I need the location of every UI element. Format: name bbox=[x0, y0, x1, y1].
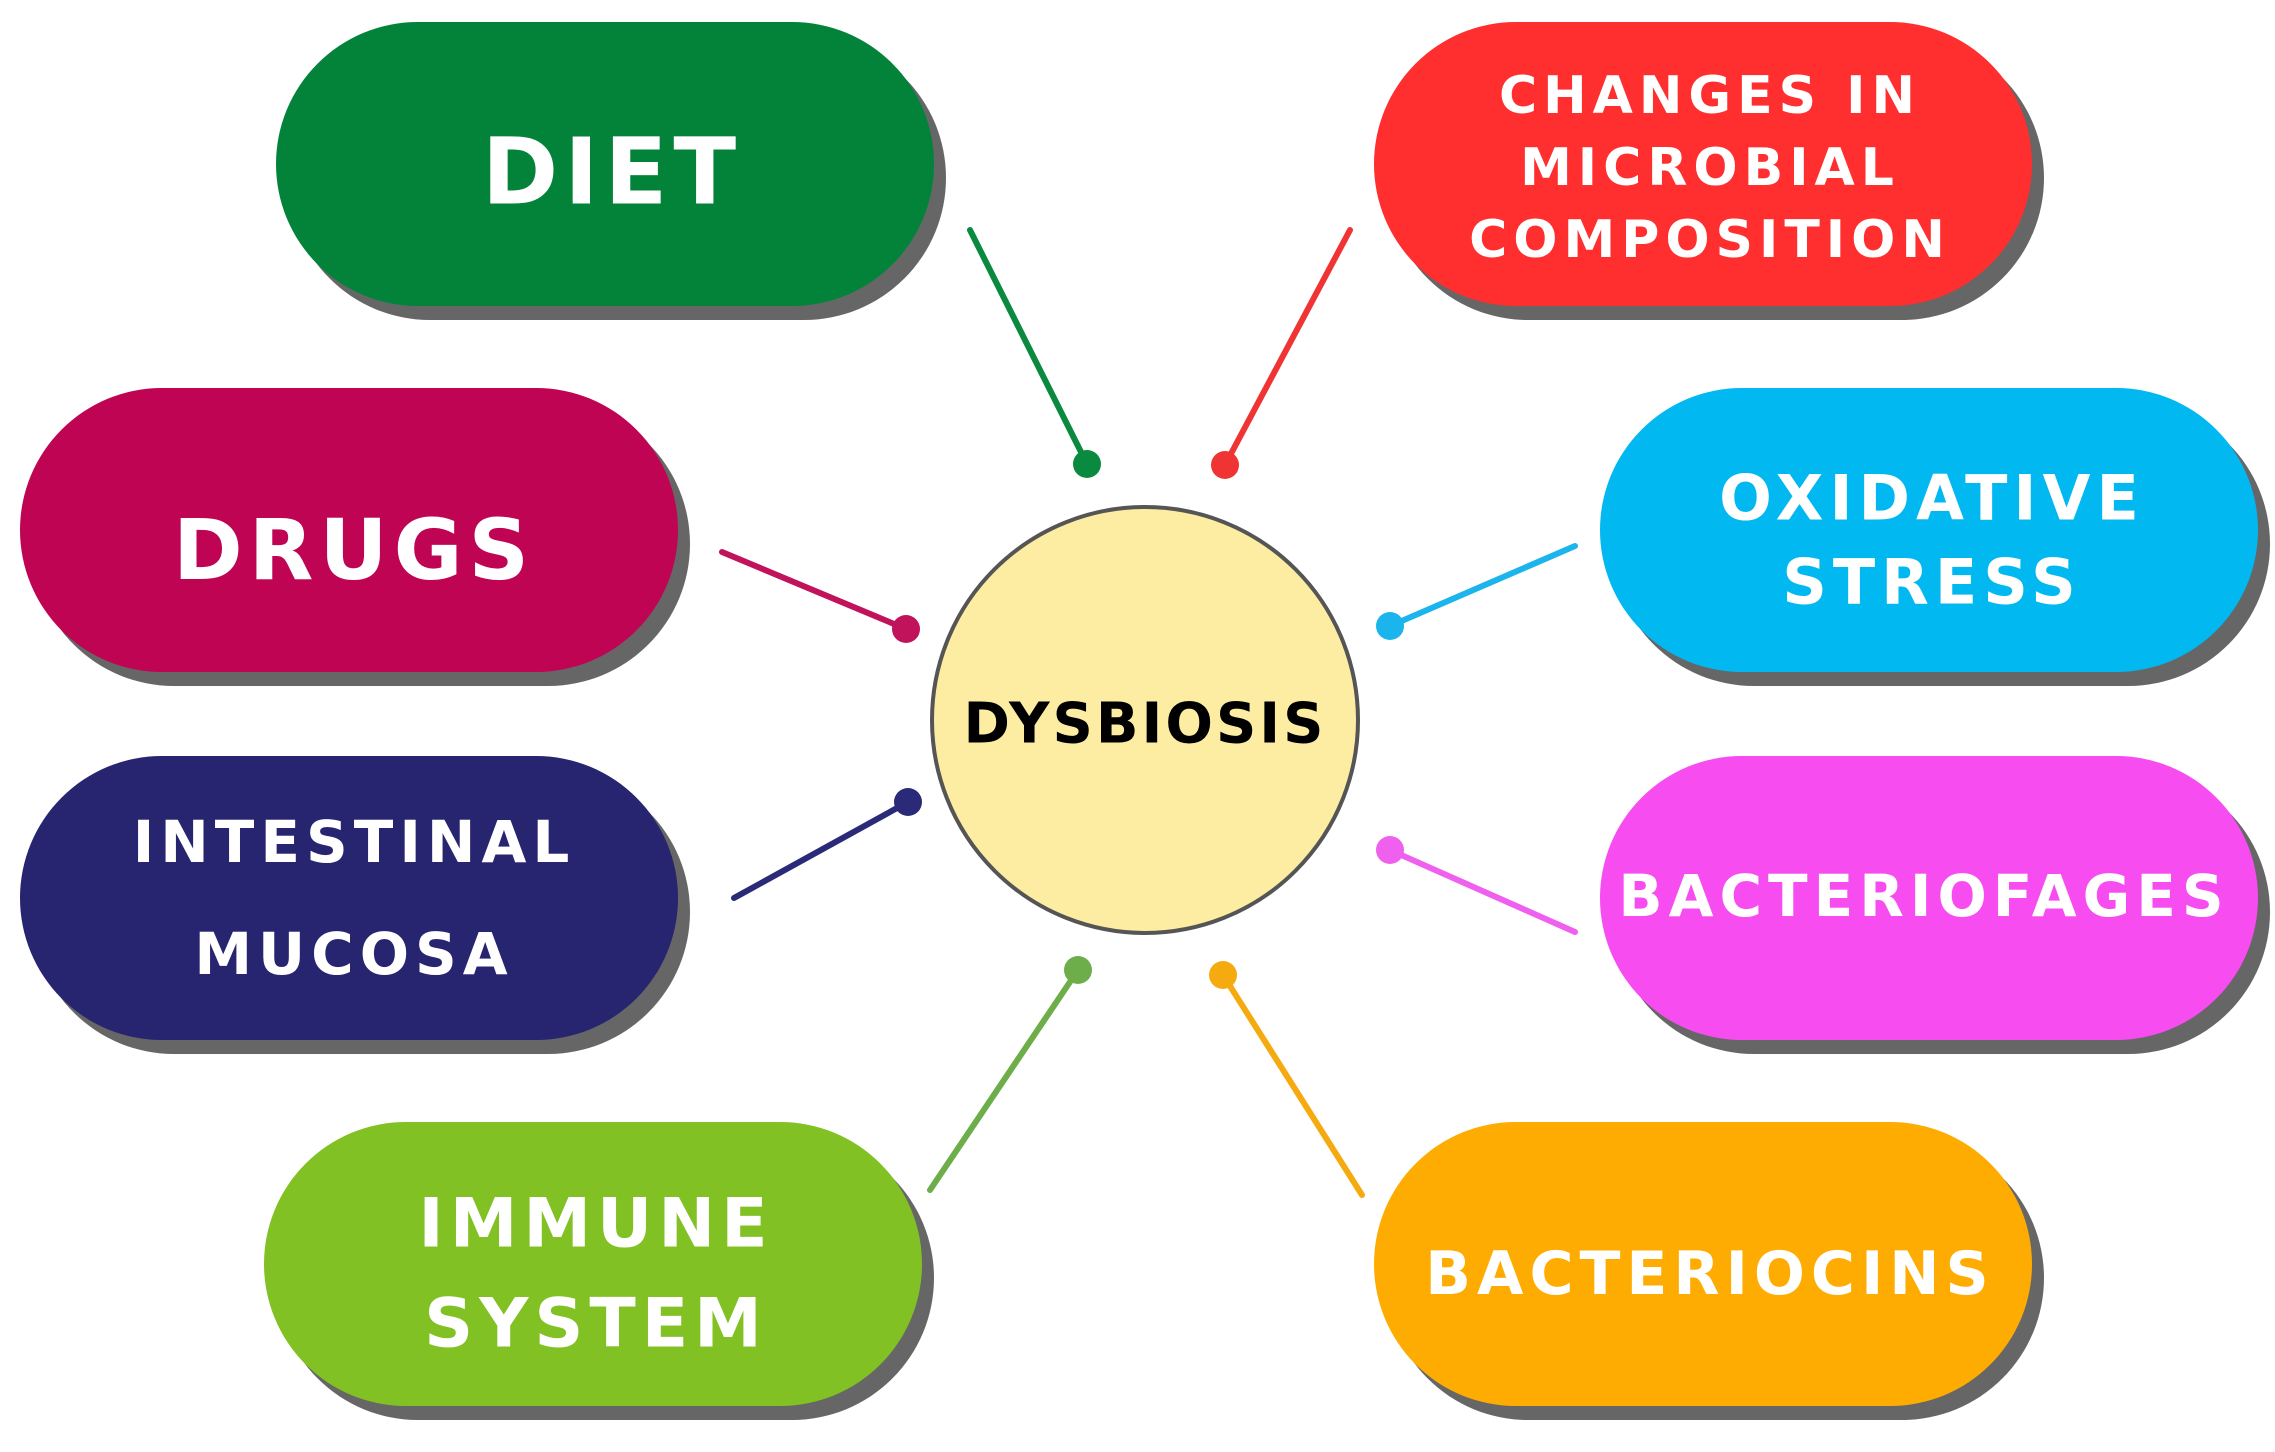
drugs-pill: DRUGS bbox=[20, 388, 690, 686]
intestinal-mucosa-connector-line bbox=[731, 799, 911, 901]
bacteriofages-connector-line bbox=[1387, 847, 1578, 935]
diet-connector-line bbox=[967, 227, 1090, 467]
bacteriocins-pill: BACTERIOCINS bbox=[1374, 1122, 2044, 1420]
drugs-connector-line bbox=[719, 549, 909, 632]
intestinal-mucosa-label-line: MUCOSA bbox=[194, 920, 513, 988]
immune-system-label-line: SYSTEM bbox=[424, 1285, 768, 1364]
bacteriofages-pill-shape bbox=[1600, 756, 2258, 1040]
changes-in-microbial-composition-connector-line bbox=[1222, 227, 1353, 468]
diet-label-line: DIET bbox=[482, 119, 742, 226]
changes-in-microbial-composition-label-line: CHANGES IN bbox=[1499, 66, 1921, 126]
dysbiosis-circle bbox=[930, 505, 1360, 935]
oxidative-stress-connector-line bbox=[1387, 543, 1578, 629]
bacteriofages-label-line: BACTERIOFAGES bbox=[1618, 862, 2229, 930]
immune-system-connector-dot bbox=[1064, 956, 1092, 984]
oxidative-stress-label-line: STRESS bbox=[1782, 546, 2082, 619]
changes-in-microbial-composition-label-line: COMPOSITION bbox=[1469, 210, 1951, 270]
bacteriocins-pill-shape bbox=[1374, 1122, 2032, 1406]
immune-system-pill: IMMUNE SYSTEM bbox=[264, 1122, 934, 1420]
connectors bbox=[719, 227, 1578, 1198]
drugs-pill-shape bbox=[20, 388, 678, 672]
intestinal-mucosa-connector-dot bbox=[894, 788, 922, 816]
dysbiosis-label: DYSBIOSIS bbox=[964, 692, 1327, 757]
oxidative-stress-connector-dot bbox=[1376, 612, 1404, 640]
center-node: DYSBIOSIS bbox=[930, 505, 1360, 935]
changes-in-microbial-composition-pill: CHANGES IN MICROBIAL COMPOSITION bbox=[1374, 22, 2044, 320]
intestinal-mucosa-pill: INTESTINAL MUCOSA bbox=[20, 756, 690, 1054]
immune-system-connector-line bbox=[927, 967, 1081, 1193]
changes-in-microbial-composition-label-line: MICROBIAL bbox=[1520, 138, 1900, 198]
drugs-connector-dot bbox=[892, 615, 920, 643]
immune-system-label-line: IMMUNE bbox=[418, 1185, 773, 1264]
bacteriofages-pill: BACTERIOFAGES bbox=[1600, 756, 2270, 1054]
drugs-label-line: DRUGS bbox=[173, 501, 535, 599]
diet-connector-dot bbox=[1073, 450, 1101, 478]
oxidative-stress-label-line: OXIDATIVE bbox=[1719, 462, 2145, 535]
diet-pill: DIET bbox=[276, 22, 946, 320]
oxidative-stress-pill-shape bbox=[1600, 388, 2258, 672]
intestinal-mucosa-label-line: INTESTINAL bbox=[133, 808, 576, 876]
oxidative-stress-pill: OXIDATIVE STRESS bbox=[1600, 388, 2270, 686]
bacteriocins-connector-dot bbox=[1209, 961, 1237, 989]
bacteriofages-connector-dot bbox=[1376, 836, 1404, 864]
bacteriocins-label-line: BACTERIOCINS bbox=[1425, 1239, 1994, 1309]
factor-pills: DIET DRUGS INTESTINAL MUCOSA IMMUNE SYSTEM CHA… bbox=[20, 22, 2270, 1420]
diet-pill-shape bbox=[276, 22, 934, 306]
bacteriocins-connector-line bbox=[1220, 972, 1365, 1198]
intestinal-mucosa-pill-shape bbox=[20, 756, 678, 1040]
changes-in-microbial-composition-connector-dot bbox=[1211, 451, 1239, 479]
changes-in-microbial-composition-pill-shape bbox=[1374, 22, 2032, 306]
immune-system-pill-shape bbox=[264, 1122, 922, 1406]
